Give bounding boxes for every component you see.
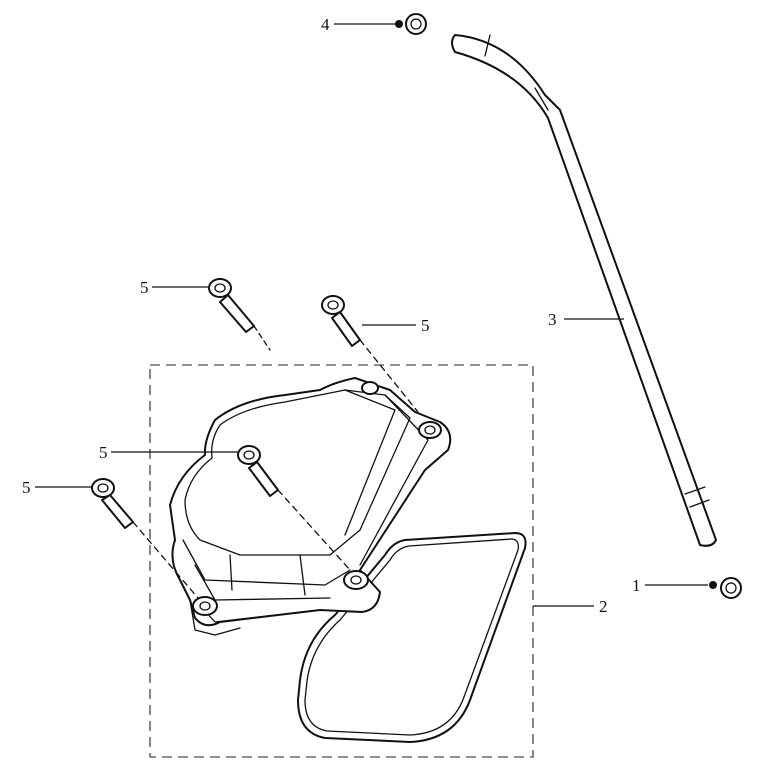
gasket	[297, 532, 527, 743]
breather-hose	[451, 34, 717, 547]
callout-3: 3	[548, 310, 557, 329]
hose-clip-bottom	[709, 577, 742, 599]
callout-4: 4	[321, 15, 330, 34]
callout-5-bolt-left: 5	[22, 478, 31, 497]
bolt-top-left	[208, 278, 271, 351]
leader-lines	[35, 23, 708, 607]
bolt-left	[91, 478, 199, 599]
callout-2: 2	[599, 597, 608, 616]
callout-1: 1	[632, 576, 641, 595]
assembly-box	[149, 364, 534, 758]
callout-5-bolt-top-right: 5	[421, 316, 430, 335]
hose-clip-top	[395, 13, 427, 35]
valve-cover	[169, 377, 452, 636]
callout-5-bolt-middle: 5	[99, 443, 108, 462]
bolt-middle	[237, 445, 351, 571]
callout-5-bolt-top-left: 5	[140, 278, 149, 297]
bolt-top-right	[321, 295, 419, 413]
